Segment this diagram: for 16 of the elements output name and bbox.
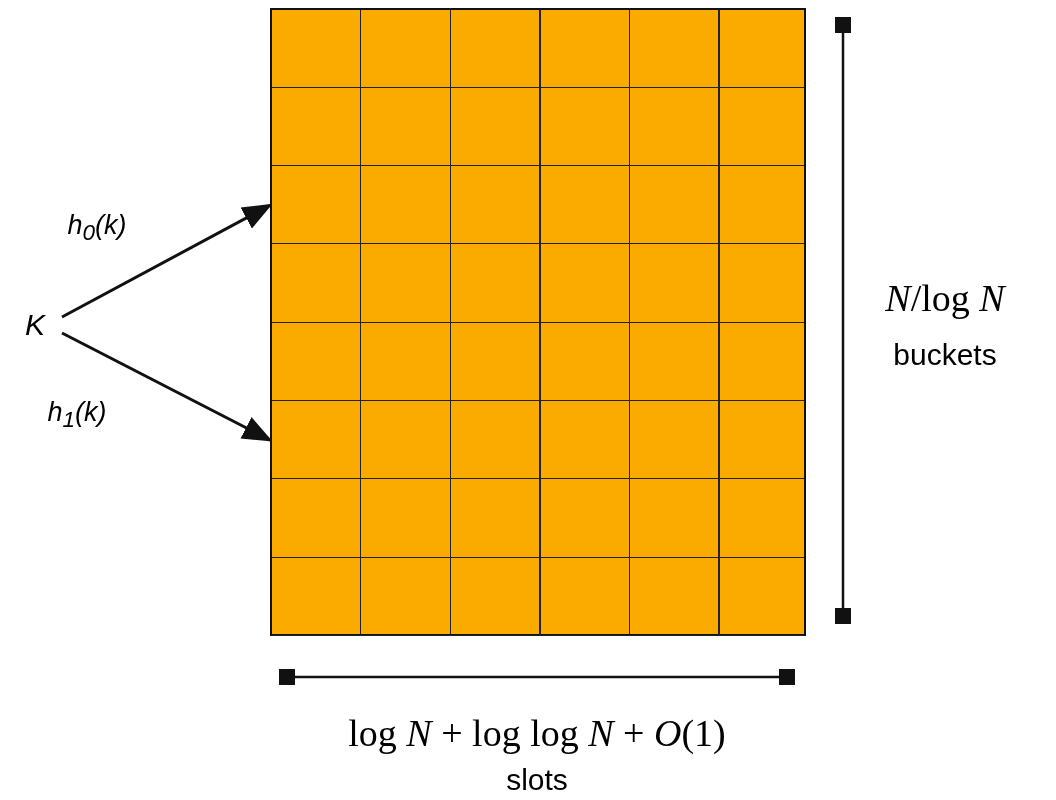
bucket-row bbox=[272, 166, 804, 245]
bucket-row bbox=[272, 244, 804, 323]
dimension-label: log N + log log N + O(1) bbox=[348, 711, 726, 755]
bucket-row bbox=[272, 322, 804, 401]
bucket-row bbox=[272, 9, 804, 88]
dimension-label: N/log N bbox=[885, 276, 1005, 320]
edge-label: h$_{0}$(k) bbox=[67, 209, 127, 247]
unit-label: slots bbox=[506, 763, 568, 797]
table-grid bbox=[270, 8, 806, 636]
bucket-row bbox=[272, 401, 804, 480]
key-label: K bbox=[18, 305, 52, 345]
bucket-row bbox=[272, 479, 804, 558]
edge-label: h$_{1}$(k) bbox=[47, 396, 107, 434]
bucket-row bbox=[272, 557, 804, 636]
bucket-row bbox=[272, 87, 804, 167]
unit-label: buckets bbox=[893, 338, 997, 372]
